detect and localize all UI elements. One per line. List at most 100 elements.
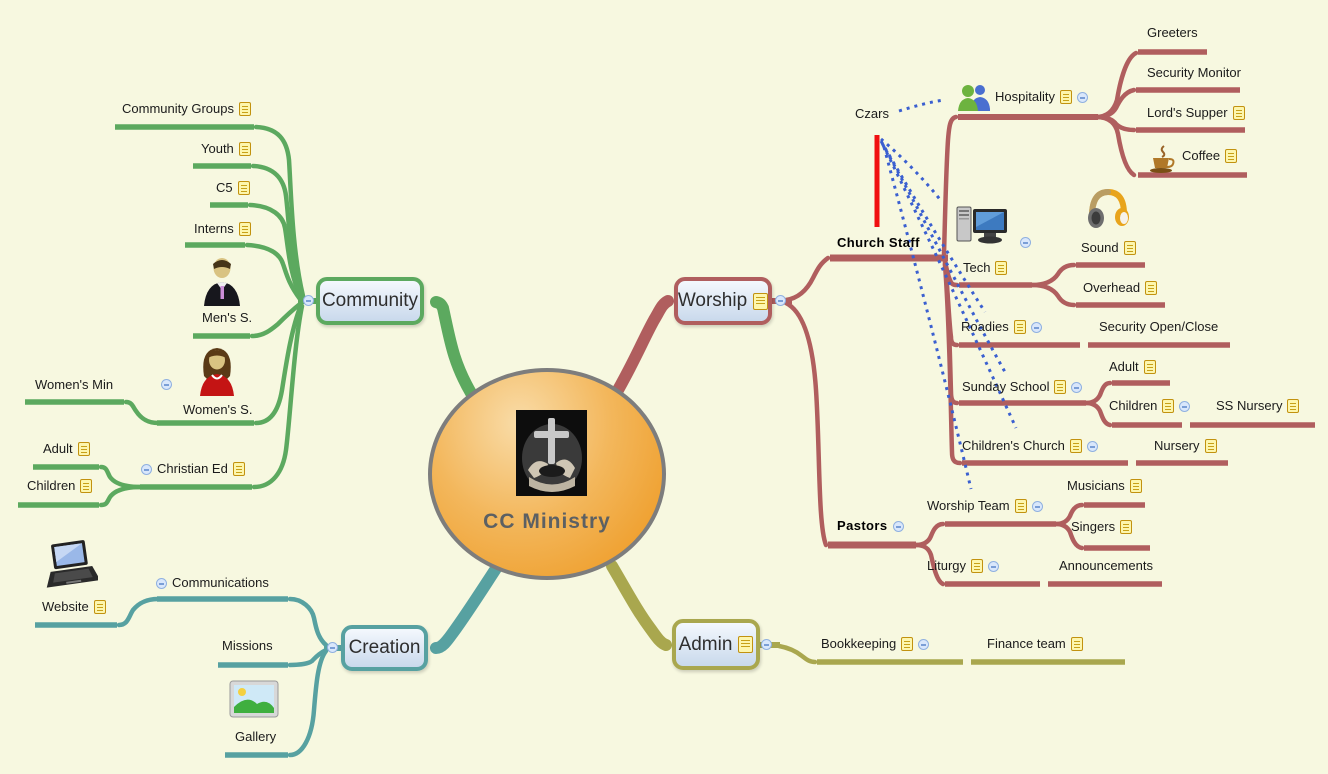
- note-icon[interactable]: [1014, 499, 1027, 514]
- note-icon[interactable]: [1069, 439, 1082, 454]
- note-icon[interactable]: [77, 442, 90, 457]
- collapse-button-tech[interactable]: [1020, 237, 1031, 248]
- topic-childrens-church[interactable]: Children's Church: [962, 438, 1098, 454]
- topic-coffee[interactable]: Coffee: [1182, 148, 1238, 164]
- topic-label: Security Monitor: [1147, 65, 1241, 80]
- collapse-button[interactable]: [1071, 381, 1083, 393]
- topic-pastors[interactable]: Pastors: [837, 518, 904, 533]
- topic-label: Men's S.: [202, 310, 253, 325]
- topic-finance-team[interactable]: Finance team: [987, 636, 1083, 652]
- topic-mens-s[interactable]: Men's S.: [202, 310, 253, 325]
- note-icon[interactable]: [1120, 520, 1133, 535]
- topic-tech[interactable]: Tech: [963, 260, 1008, 276]
- collapse-button[interactable]: [1030, 321, 1042, 333]
- gallery-picture-icon: [229, 680, 279, 718]
- note-icon[interactable]: [232, 462, 245, 477]
- topic-liturgy[interactable]: Liturgy: [927, 558, 1000, 574]
- topic-church-staff[interactable]: Church Staff: [837, 235, 920, 250]
- collapse-button[interactable]: [918, 638, 930, 650]
- topic-missions[interactable]: Missions: [222, 638, 273, 653]
- collapse-button-admin[interactable]: [761, 639, 772, 650]
- note-icon[interactable]: [1054, 380, 1067, 395]
- topic-worship-team[interactable]: Worship Team: [927, 498, 1043, 514]
- topic-musicians[interactable]: Musicians: [1067, 478, 1142, 494]
- topic-singers[interactable]: Singers: [1071, 519, 1133, 535]
- topic-label: Women's Min: [35, 377, 114, 392]
- note-icon[interactable]: [738, 636, 754, 653]
- topic-communications[interactable]: Communications: [156, 575, 269, 590]
- topic-overhead[interactable]: Overhead: [1083, 280, 1158, 296]
- topic-ss-children[interactable]: Children: [1109, 398, 1191, 414]
- community-branch-lines: [18, 124, 477, 508]
- collapse-button[interactable]: [1086, 440, 1098, 452]
- topic-bookkeeping[interactable]: Bookkeeping: [821, 636, 930, 652]
- topic-ss-adult[interactable]: Adult: [1109, 359, 1156, 375]
- note-icon[interactable]: [237, 181, 250, 196]
- node-community[interactable]: Community: [316, 277, 424, 325]
- topic-security-monitor[interactable]: Security Monitor: [1147, 65, 1241, 80]
- note-icon[interactable]: [1013, 320, 1026, 335]
- businessman-icon: [201, 256, 243, 306]
- collapse-button[interactable]: [1076, 91, 1088, 103]
- topic-announcements[interactable]: Announcements: [1059, 558, 1153, 573]
- collapse-button[interactable]: [156, 577, 167, 589]
- topic-roadies[interactable]: Roadies: [961, 319, 1042, 335]
- topic-interns[interactable]: Interns: [194, 221, 251, 237]
- collapse-button-community[interactable]: [303, 295, 314, 306]
- topic-greeters[interactable]: Greeters: [1147, 25, 1198, 40]
- topic-gallery[interactable]: Gallery: [235, 729, 277, 744]
- topic-czars[interactable]: Czars: [855, 106, 889, 121]
- topic-youth[interactable]: Youth: [201, 141, 251, 157]
- note-icon[interactable]: [1225, 149, 1238, 164]
- note-icon[interactable]: [1204, 439, 1217, 454]
- topic-website[interactable]: Website: [42, 599, 106, 615]
- note-icon[interactable]: [901, 637, 914, 652]
- laptop-icon: [44, 540, 101, 592]
- node-worship[interactable]: Worship: [674, 277, 772, 325]
- collapse-button[interactable]: [988, 560, 1000, 572]
- topic-community-groups[interactable]: Community Groups: [122, 101, 251, 117]
- node-admin[interactable]: Admin: [672, 619, 760, 670]
- topic-c5[interactable]: C5: [216, 180, 250, 196]
- note-icon[interactable]: [971, 559, 984, 574]
- topic-label: Gallery: [235, 729, 277, 744]
- collapse-button-womens-s[interactable]: [161, 379, 172, 390]
- topic-christian-ed[interactable]: Christian Ed: [141, 461, 245, 477]
- note-icon[interactable]: [1123, 241, 1136, 256]
- note-icon[interactable]: [80, 479, 93, 494]
- note-icon[interactable]: [1287, 399, 1300, 414]
- collapse-button[interactable]: [1031, 500, 1043, 512]
- topic-adult[interactable]: Adult: [43, 441, 90, 457]
- note-icon[interactable]: [1129, 479, 1142, 494]
- note-icon[interactable]: [238, 222, 251, 237]
- topic-children[interactable]: Children: [27, 478, 93, 494]
- topic-nursery[interactable]: Nursery: [1154, 438, 1217, 454]
- topic-womens-s[interactable]: Women's S.: [183, 402, 252, 417]
- collapse-button-worship[interactable]: [775, 295, 786, 306]
- topic-security-open-close[interactable]: Security Open/Close: [1099, 319, 1218, 334]
- topic-hospitality[interactable]: Hospitality: [995, 89, 1088, 105]
- note-icon[interactable]: [1232, 106, 1245, 121]
- collapse-button[interactable]: [892, 520, 904, 532]
- note-icon[interactable]: [93, 600, 106, 615]
- note-icon[interactable]: [1070, 637, 1083, 652]
- collapse-button-creation[interactable]: [327, 642, 338, 653]
- note-icon[interactable]: [238, 142, 251, 157]
- topic-sunday-school[interactable]: Sunday School: [962, 379, 1083, 395]
- note-icon[interactable]: [1145, 281, 1158, 296]
- note-icon[interactable]: [1059, 90, 1072, 105]
- collapse-button[interactable]: [141, 463, 152, 475]
- note-icon[interactable]: [1143, 360, 1156, 375]
- note-icon[interactable]: [1162, 399, 1175, 414]
- node-creation[interactable]: Creation: [341, 625, 428, 671]
- note-icon[interactable]: [753, 292, 769, 310]
- topic-lords-supper[interactable]: Lord's Supper: [1147, 105, 1245, 121]
- topic-ss-nursery[interactable]: SS Nursery: [1216, 398, 1300, 414]
- topic-sound[interactable]: Sound: [1081, 240, 1136, 256]
- note-icon[interactable]: [995, 261, 1008, 276]
- collapse-button[interactable]: [1179, 400, 1191, 412]
- central-topic[interactable]: CC Ministry: [428, 368, 666, 580]
- note-icon[interactable]: [238, 102, 251, 117]
- topic-womens-min[interactable]: Women's Min: [35, 377, 114, 392]
- topic-label: Missions: [222, 638, 273, 653]
